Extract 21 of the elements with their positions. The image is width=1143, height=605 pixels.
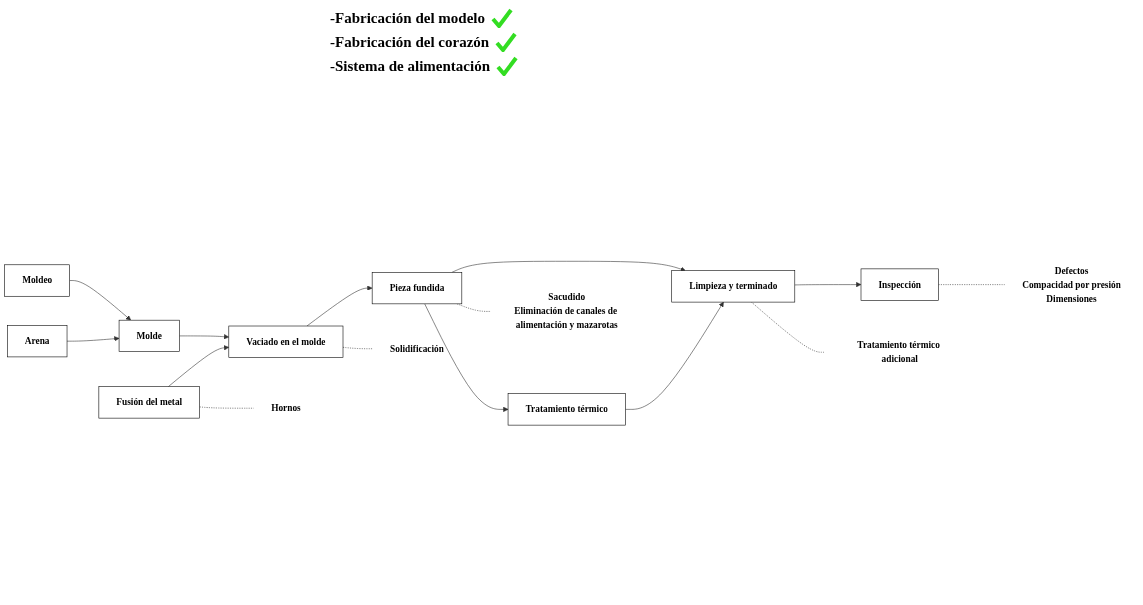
connector (342, 347, 373, 350)
node-box: Limpieza y terminado (671, 270, 796, 303)
node-box: Inspección (860, 268, 939, 301)
node-box: Fusión del metal (98, 386, 200, 419)
node-text: Tratamiento térmico adicional (857, 340, 940, 364)
node-text: Sacudido Eliminación de canales de alimentación y mazarotas (514, 292, 618, 331)
node-text: Hornos (271, 402, 301, 413)
connector (938, 284, 1005, 285)
node-text: Solidificación (390, 343, 444, 354)
node-box: Molde (118, 319, 180, 352)
list-item: -Fabricación del modelo (330, 9, 485, 27)
node-box: Vaciado en el molde (228, 325, 344, 358)
connector (751, 301, 825, 353)
node-text: Defectos Compacidad por presión Dimensiones (1022, 265, 1121, 304)
connector (199, 406, 254, 409)
node-box: Tratamiento térmico (507, 393, 626, 426)
list-item: -Fabricación del corazón (330, 33, 490, 51)
node-box: Moldeo (4, 264, 70, 297)
list-item: -Sistema de alimentación (330, 57, 490, 75)
node-box: Pieza fundida (371, 272, 463, 305)
node-box: Arena (7, 325, 68, 358)
